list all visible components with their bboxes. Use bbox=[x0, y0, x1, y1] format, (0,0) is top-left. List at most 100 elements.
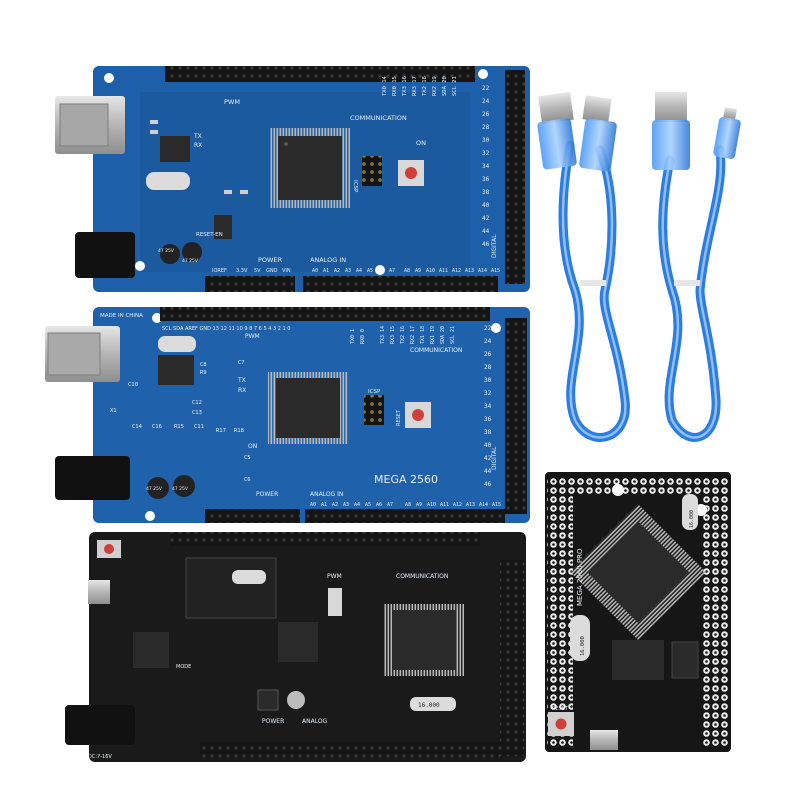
comm-pin-label: TX3 16 bbox=[402, 76, 408, 96]
label-communication: COMMUNICATION bbox=[410, 347, 462, 354]
right-pin-labels: 22 24 26 28 30 32 34 36 38 40 42 44 46 bbox=[484, 325, 492, 488]
label-ioref: IOREF bbox=[212, 268, 227, 274]
usb-b-port-face bbox=[59, 103, 109, 147]
micro-usb-plug-housing bbox=[713, 117, 741, 159]
crystal bbox=[570, 615, 590, 661]
capacitor bbox=[160, 244, 180, 264]
analog-pin-label: A5 bbox=[365, 502, 371, 508]
board-mega-2560-pro: MEGA 2560 PRO 16.000 16.000 RESET bbox=[545, 472, 731, 752]
label-on: ON bbox=[248, 443, 257, 450]
label-pwm: PWM bbox=[224, 98, 240, 106]
inductor bbox=[257, 689, 279, 711]
comm-pin-label: RX2 19 bbox=[432, 76, 438, 96]
label-gnd: GND bbox=[266, 268, 278, 274]
component-label: R9 bbox=[200, 370, 207, 376]
board-mega-blue-middle: MADE IN CHINA MEGA 2560 COMMUNICATION PW… bbox=[45, 307, 530, 523]
component-label: C10 bbox=[128, 382, 138, 388]
component-label: R15 bbox=[174, 424, 184, 430]
label-cap: 47 25V bbox=[158, 248, 175, 254]
esp8266-chip bbox=[133, 632, 169, 668]
label-rx: RX bbox=[194, 142, 202, 149]
atmega2560-body bbox=[392, 610, 456, 670]
analog-pin-label: A11 bbox=[440, 502, 449, 508]
right-pin-label: 46 bbox=[482, 241, 490, 248]
component-label: C13 bbox=[192, 410, 202, 416]
analog-pin-label: A14 bbox=[479, 502, 488, 508]
right-pin-label: 30 bbox=[482, 137, 490, 144]
right-pin-label: 28 bbox=[482, 124, 490, 131]
right-pin-label: 32 bbox=[482, 150, 490, 157]
analog-pin-label: A7 bbox=[389, 268, 395, 274]
analog-pin-label: A1 bbox=[323, 268, 329, 274]
label-icsp: ICSP bbox=[352, 180, 358, 193]
label-icsp: ICSP bbox=[368, 389, 381, 395]
label-5v: 5V bbox=[254, 268, 261, 274]
cable-tie bbox=[580, 280, 606, 286]
mounting-hole bbox=[104, 73, 114, 83]
comm-pin-label: TX1 18 bbox=[420, 326, 426, 344]
comm-pin-labels: TX0 14 RX0 15 TX3 16 RX3 17 TX2 18 RX2 1… bbox=[382, 75, 458, 96]
analog-pin-label: A12 bbox=[453, 502, 462, 508]
right-pin-labels: 22 24 26 28 30 32 34 36 38 40 42 44 46 bbox=[482, 85, 490, 248]
label-crystal: 16.000 bbox=[418, 702, 440, 709]
crystal bbox=[232, 570, 266, 584]
crystal bbox=[146, 172, 190, 190]
analog-pin-label: A7 bbox=[387, 502, 393, 508]
analog-pin-label: A2 bbox=[334, 268, 340, 274]
pad-row-right bbox=[703, 476, 729, 746]
right-pin-label: 34 bbox=[484, 403, 492, 410]
usb-b-plug-housing bbox=[579, 118, 617, 172]
header-digital-top bbox=[170, 532, 480, 546]
pad-row-top bbox=[573, 476, 703, 494]
right-pin-label: 34 bbox=[482, 163, 490, 170]
label-on: ON bbox=[416, 139, 426, 147]
reset-button bbox=[104, 544, 114, 554]
usb-a-plug-housing bbox=[537, 118, 577, 170]
analog-pin-label: A9 bbox=[415, 268, 421, 274]
pad-row-left bbox=[547, 476, 573, 746]
cable-loop-highlight bbox=[561, 143, 627, 439]
right-pin-label: 36 bbox=[484, 416, 492, 423]
label-3v3: 3.3V bbox=[236, 268, 248, 274]
reset-button bbox=[405, 167, 417, 179]
component-label: C14 bbox=[132, 424, 143, 430]
analog-pin-label: A3 bbox=[343, 502, 349, 508]
right-pin-label: 30 bbox=[484, 377, 492, 384]
dc-jack bbox=[65, 705, 135, 745]
atmega2560-body bbox=[278, 136, 342, 200]
label-reset: RESET bbox=[552, 706, 569, 712]
voltage-regulator bbox=[671, 641, 699, 679]
right-pin-label: 42 bbox=[484, 455, 492, 462]
usb-a-plug-housing bbox=[652, 120, 690, 170]
mounting-hole bbox=[152, 313, 162, 323]
header-digital-right bbox=[505, 318, 527, 514]
label-tx: TX bbox=[237, 377, 246, 384]
analog-pin-labels: A0 A1 A2 A3 A4 A5 A6 A7 A8 A9 A10 A11 A1… bbox=[312, 268, 500, 274]
component-label: C11 bbox=[194, 424, 204, 430]
label-communication: COMMUNICATION bbox=[350, 114, 407, 122]
right-pin-label: 42 bbox=[482, 215, 490, 222]
label-model: MEGA 2560 bbox=[374, 473, 438, 486]
usb-serial-chip bbox=[278, 622, 318, 662]
label-power: POWER bbox=[258, 256, 283, 264]
right-pin-label: 44 bbox=[482, 228, 490, 235]
component-label: X1 bbox=[110, 408, 117, 414]
label-cap: 47 25V bbox=[182, 258, 199, 264]
analog-pin-label: A13 bbox=[465, 268, 474, 274]
analog-pin-label: A3 bbox=[345, 268, 351, 274]
component-label: C5 bbox=[244, 455, 251, 461]
header-analog bbox=[303, 276, 498, 292]
header-power bbox=[205, 509, 300, 523]
right-pin-label: 40 bbox=[482, 202, 490, 209]
header-bottom bbox=[200, 742, 500, 758]
comm-pin-label: TX0 1 bbox=[350, 329, 356, 344]
analog-pin-label: A11 bbox=[439, 268, 448, 274]
analog-pin-label: A5 bbox=[367, 268, 373, 274]
cable-tie bbox=[674, 280, 700, 286]
label-communication: COMMUNICATION bbox=[396, 573, 448, 580]
header-digital-top bbox=[165, 66, 475, 82]
analog-pin-labels: A0 A1 A2 A3 A4 A5 A6 A7 A8 A9 A10 A11 A1… bbox=[310, 502, 501, 508]
mounting-hole bbox=[145, 511, 155, 521]
atmega2560-body bbox=[276, 378, 340, 438]
component-labels: C7 C8 C14 C16 R15 C11 R17 R18 C5 C6 C10 … bbox=[110, 360, 251, 483]
